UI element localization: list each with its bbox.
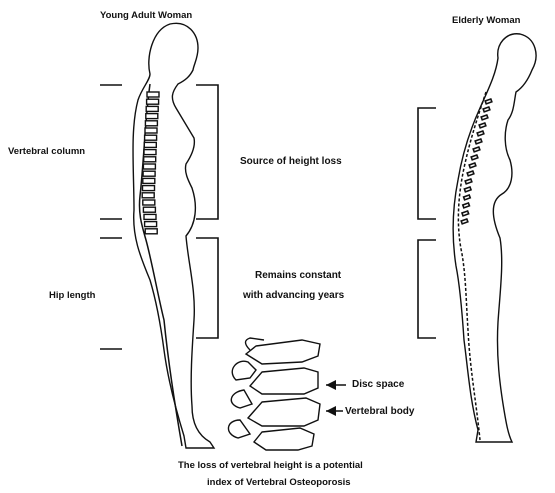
vertebra-segment bbox=[143, 200, 155, 205]
vertebra-segment bbox=[477, 131, 484, 136]
source-height-loss-label: Source of height loss bbox=[240, 156, 342, 169]
remains-constant-label-1: Remains constant bbox=[255, 270, 341, 283]
vertebra-segment bbox=[464, 195, 471, 200]
source-height-loss-bracket bbox=[196, 85, 218, 219]
vertebra-segment bbox=[469, 163, 476, 168]
vertebra-segment bbox=[144, 150, 156, 155]
vertebra-segment bbox=[485, 99, 492, 104]
caption-line-1: The loss of vertebral height is a potent… bbox=[178, 460, 363, 472]
vertebra-segment bbox=[143, 178, 155, 183]
vertebra-segment bbox=[143, 207, 155, 212]
vertebra-segment bbox=[479, 123, 486, 128]
vertebra-segment bbox=[143, 164, 155, 169]
young-figure-title: Young Adult Woman bbox=[100, 10, 192, 22]
remains-constant-bracket bbox=[196, 238, 218, 338]
remains-constant-label-2: with advancing years bbox=[243, 290, 344, 303]
vertebra-segment bbox=[145, 229, 157, 234]
vertebral-body-label: Vertebral body bbox=[345, 406, 414, 419]
vertebra-segment bbox=[146, 114, 158, 119]
caption-line-2: index of Vertebral Osteoporosis bbox=[207, 477, 351, 489]
vertebra-segment bbox=[465, 179, 472, 184]
elderly-figure-title: Elderly Woman bbox=[452, 15, 520, 27]
vertebra-detail bbox=[228, 338, 320, 450]
elderly-woman-silhouette bbox=[453, 34, 536, 442]
vertebra-segment bbox=[144, 157, 156, 162]
vertebra-segment bbox=[144, 142, 156, 147]
young-vertebrae bbox=[142, 92, 159, 234]
vertebra-segment bbox=[145, 121, 157, 126]
vertebra-segment bbox=[462, 211, 469, 216]
disc-space-label: Disc space bbox=[352, 379, 404, 392]
vertebra-segment bbox=[144, 214, 156, 219]
vertebra-segment bbox=[467, 171, 474, 176]
vertebral-column-label: Vertebral column bbox=[8, 146, 85, 158]
vertebra-segment bbox=[463, 203, 470, 208]
elderly-spine bbox=[458, 92, 486, 440]
vertebra-segment bbox=[481, 115, 488, 120]
vertebra-segment bbox=[475, 139, 482, 144]
vertebra-segment bbox=[143, 186, 155, 191]
disc-space-arrow bbox=[326, 380, 346, 390]
vertebra-segment bbox=[483, 107, 490, 112]
vertebra-segment bbox=[147, 92, 159, 97]
vertebral-body-arrow bbox=[326, 406, 343, 416]
young-tick-marks bbox=[100, 85, 122, 349]
vertebra-segment bbox=[145, 135, 157, 140]
vertebra-segment bbox=[142, 193, 154, 198]
vertebra-segment bbox=[461, 219, 468, 224]
elderly-upper-bracket bbox=[418, 108, 436, 219]
vertebra-segment bbox=[473, 147, 480, 152]
vertebra-segment bbox=[143, 171, 155, 176]
vertebra-segment bbox=[147, 99, 159, 104]
elderly-lower-bracket bbox=[418, 240, 436, 338]
vertebra-segment bbox=[146, 106, 158, 111]
vertebra-segment bbox=[471, 155, 478, 160]
vertebra-segment bbox=[145, 128, 157, 133]
vertebra-segment bbox=[464, 187, 471, 192]
hip-length-label: Hip length bbox=[49, 290, 95, 302]
vertebra-segment bbox=[145, 222, 157, 227]
